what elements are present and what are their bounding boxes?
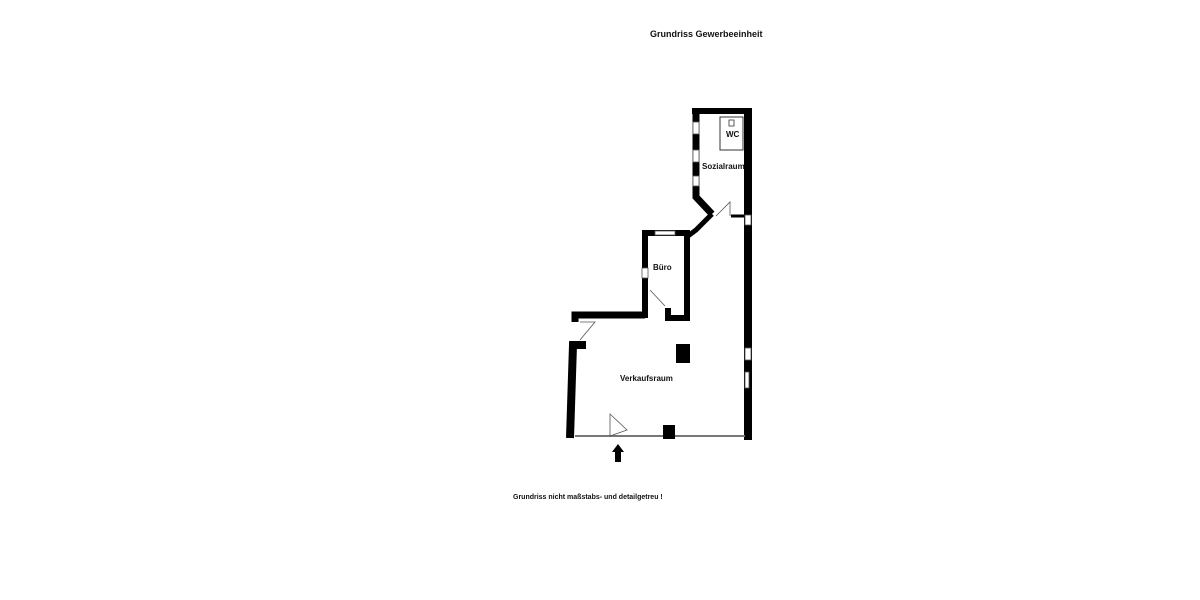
wall-verkaufsraum-left — [566, 341, 586, 439]
room-label-buero: Büro — [653, 263, 672, 272]
window — [692, 175, 700, 187]
room-label-wc: WC — [726, 130, 740, 139]
window — [654, 230, 676, 236]
pillar — [676, 344, 690, 363]
plan-title: Grundriss Gewerbeeinheit — [650, 29, 763, 39]
wc-cubicle — [719, 116, 744, 151]
door-sozialraum — [715, 201, 731, 217]
pillar — [663, 425, 675, 439]
wall-buero — [642, 230, 690, 318]
door-buero — [649, 289, 666, 307]
window — [744, 347, 752, 361]
wall-verkaufsraum-top — [571, 311, 645, 322]
entrance-arrow-icon — [612, 444, 624, 462]
window — [641, 267, 649, 279]
wall-corridor — [686, 212, 714, 238]
wall-buero-right — [665, 232, 690, 321]
disclaimer-note: Grundriss nicht maßstabs- und detailgetr… — [513, 494, 663, 501]
window — [692, 121, 700, 135]
room-label-sozialraum: Sozialraum — [702, 162, 745, 171]
door-verkaufsraum-side — [579, 321, 596, 341]
door-entrance — [609, 413, 628, 437]
window — [692, 149, 700, 163]
window — [744, 371, 750, 389]
toilet-icon — [728, 119, 735, 127]
wall-sozialraum-left — [692, 108, 715, 217]
room-label-verkaufsraum: Verkaufsraum — [620, 374, 673, 383]
window — [744, 214, 752, 226]
